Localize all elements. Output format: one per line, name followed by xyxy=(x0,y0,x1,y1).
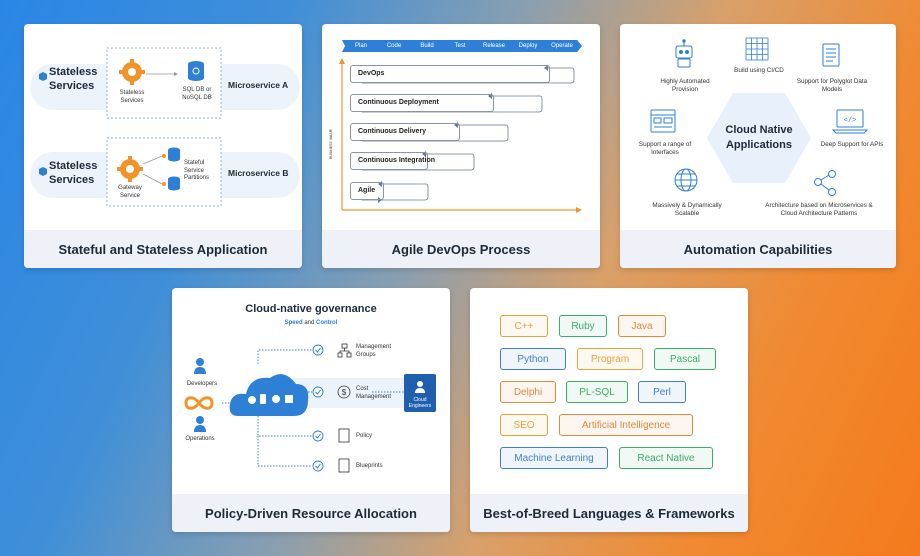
step-operate: Operate xyxy=(542,40,582,52)
cloud-engineers-label: Cloud Engineers xyxy=(408,397,432,410)
stateless-services-label-b: Stateless Services xyxy=(49,160,98,187)
lang-ruby: Ruby xyxy=(559,315,607,337)
card-stateful-stateless: Stateless Services Stateless Services SQ… xyxy=(24,24,302,268)
interface-icon xyxy=(650,109,676,133)
globe-icon xyxy=(674,168,698,192)
step-deploy: Deploy xyxy=(509,40,547,52)
lang-delphi: Delphi xyxy=(500,381,556,403)
microservice-a-label: Microservice A xyxy=(228,80,289,90)
cap-automated-provision: Highly Automated Provision xyxy=(660,78,710,94)
robot-icon xyxy=(675,39,693,68)
lang-ai: Artificial Intelligence xyxy=(559,414,693,436)
governance-title: Cloud-native governance xyxy=(245,303,377,315)
step-plan: Plan xyxy=(342,40,380,52)
step-release: Release xyxy=(474,40,514,52)
axis-label: BUSINESS VALUE xyxy=(329,129,333,159)
lang-perl: Perl xyxy=(638,381,686,403)
document-icon xyxy=(822,43,840,67)
blueprint-icon xyxy=(338,458,350,473)
svg-text:</>: </> xyxy=(844,117,857,125)
cap-scalable: Massively & Dynamically Scalable xyxy=(652,202,722,218)
stage-bar-agile xyxy=(350,182,384,200)
card-footer: Agile DevOps Process xyxy=(322,230,600,268)
developer-icon xyxy=(194,358,206,374)
stage-bar-devops xyxy=(350,65,550,83)
lang-cpp: C++ xyxy=(500,315,548,337)
infinity-icon xyxy=(184,396,214,410)
database-icon xyxy=(188,61,204,81)
gear-icon xyxy=(119,59,145,85)
card-footer: Automation Capabilities xyxy=(620,230,896,268)
stage-continuous-delivery: Continuous Delivery xyxy=(358,128,427,135)
card-footer: Stateful and Stateless Application xyxy=(24,230,302,268)
center-label: Cloud Native Applications xyxy=(725,124,793,151)
card-automation: Cloud Native Applications xyxy=(620,24,896,268)
stage-bar-deployment xyxy=(350,94,494,112)
lang-python: Python xyxy=(500,348,566,370)
lang-pascal: Pascal xyxy=(654,348,716,370)
gateway-service-caption: Gateway Service xyxy=(118,185,142,199)
card-footer: Policy-Driven Resource Allocation xyxy=(172,494,450,532)
stage-devops: DevOps xyxy=(358,70,385,77)
cap-apis: Deep Support for APIs xyxy=(820,141,884,148)
cap-ci-cd: Build using CI/CD xyxy=(734,67,784,74)
management-groups-label: Management Groups xyxy=(356,344,392,358)
microservice-b-label: Microservice B xyxy=(228,168,289,178)
policy-label: Policy xyxy=(356,433,373,439)
card-agile-devops: Plan Code Build Test Release Deploy Oper… xyxy=(322,24,600,268)
policy-doc-icon xyxy=(338,428,350,443)
blueprints-label: Blueprints xyxy=(356,463,383,469)
api-icon: </> xyxy=(831,109,869,134)
stage-bar-delivery xyxy=(350,123,460,141)
database-icon xyxy=(168,147,180,162)
step-test: Test xyxy=(441,40,479,52)
lang-react-native: React Native xyxy=(619,447,713,469)
database-icon xyxy=(168,176,180,191)
step-build: Build xyxy=(408,40,446,52)
cloud-icon xyxy=(229,374,309,416)
stage-continuous-deployment: Continuous Deployment xyxy=(358,99,439,106)
governance-subtitle: Speed and Control xyxy=(284,320,338,326)
svg-text:$: $ xyxy=(342,388,347,397)
sql-db-caption: SQL DB or NoSQL DB xyxy=(182,87,212,101)
lang-seo: SEO xyxy=(500,414,548,436)
stateless-services-caption: Stateless Services xyxy=(119,90,145,104)
cap-interfaces: Support a range of Interfaces xyxy=(638,141,692,157)
grid-icon xyxy=(745,37,769,61)
partitions-caption: Stateful Service Partitions xyxy=(184,160,210,181)
stateless-services-label-a: Stateless Services xyxy=(49,66,98,93)
card-policy: Cloud-native governance Speed and Contro… xyxy=(172,288,450,532)
hierarchy-icon xyxy=(337,343,352,358)
stage-continuous-integration: Continuous Integration xyxy=(358,157,435,164)
network-icon xyxy=(814,170,836,196)
card-footer: Best-of-Breed Languages & Frameworks xyxy=(470,494,748,532)
operations-icon xyxy=(194,416,206,432)
card-languages: C++ Ruby Java Python Program Pascal Delp… xyxy=(470,288,748,532)
stage-agile: Agile xyxy=(358,187,376,194)
cap-polyglot: Support for Polyglot Data Models xyxy=(796,78,868,94)
developers-label: Developers xyxy=(186,381,218,387)
cost-management-label: Cost Management xyxy=(356,386,392,400)
gear-icon xyxy=(117,156,143,182)
lang-ml: Machine Learning xyxy=(500,447,608,469)
step-code: Code xyxy=(375,40,413,52)
lang-program: Program xyxy=(577,348,643,370)
operations-label: Operations xyxy=(185,436,215,442)
cap-microservices: Architecture based on Microservices & Cl… xyxy=(765,202,873,218)
lang-java: Java xyxy=(618,315,666,337)
engineer-icon xyxy=(415,381,425,393)
stage-bar-integration xyxy=(350,152,428,170)
dollar-icon xyxy=(337,385,351,399)
lang-plsql: PL-SQL xyxy=(566,381,628,403)
